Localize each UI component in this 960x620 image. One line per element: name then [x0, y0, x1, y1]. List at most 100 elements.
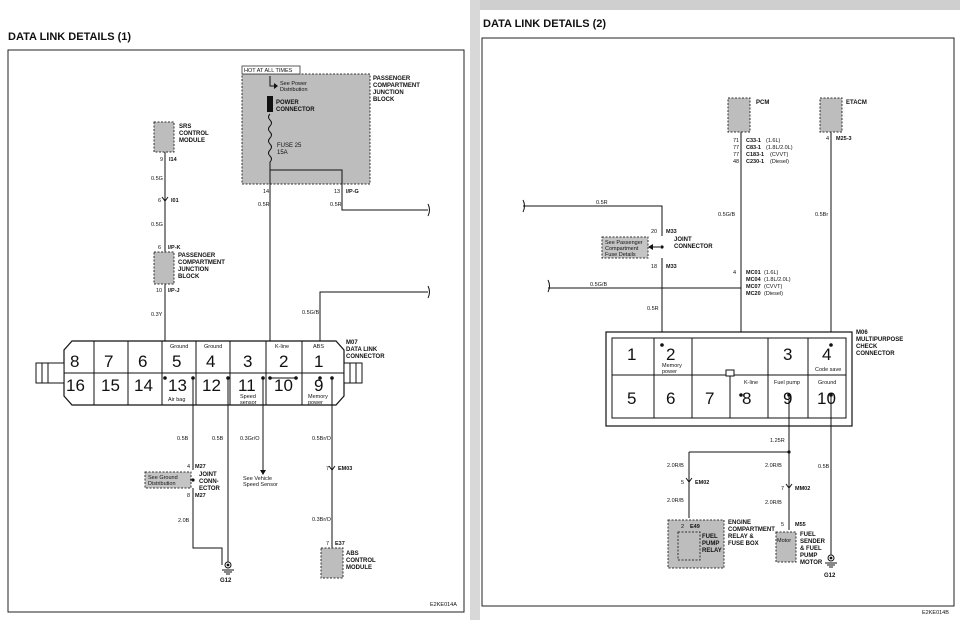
svg-text:C230-1: C230-1 — [746, 159, 764, 165]
svg-text:5: 5 — [681, 480, 684, 486]
joint-connector-name: JOINT CONN- ECTOR — [199, 472, 221, 492]
svg-text:PASSENGER: PASSENGER — [178, 253, 216, 259]
svg-text:1: 1 — [627, 345, 636, 364]
svg-text:Speed: Speed — [240, 394, 256, 400]
svg-text:5: 5 — [172, 352, 181, 371]
svg-text:C33-1: C33-1 — [746, 138, 761, 144]
svg-text:ECTOR: ECTOR — [199, 486, 221, 492]
svg-text:0.3Br/O: 0.3Br/O — [312, 517, 332, 523]
svg-text:Ground: Ground — [204, 344, 222, 350]
m06-connector-name: M06 MULTIPURPOSE CHECK CONNECTOR — [856, 330, 903, 357]
svg-text:COMPARTMENT: COMPARTMENT — [178, 260, 225, 266]
svg-text:0.5Br/O: 0.5Br/O — [312, 436, 332, 442]
svg-text:5: 5 — [781, 522, 784, 528]
svg-text:0.5R: 0.5R — [258, 202, 270, 208]
svg-text:M07: M07 — [346, 340, 358, 346]
svg-text:2.0B: 2.0B — [178, 518, 190, 524]
svg-text:RELAY &: RELAY & — [728, 534, 754, 540]
svg-text:1: 1 — [314, 352, 323, 371]
svg-text:power: power — [308, 400, 323, 406]
svg-text:6: 6 — [158, 198, 161, 204]
svg-text:POWER: POWER — [276, 100, 299, 106]
hot-at-all-times-label: HOT AT ALL TIMES — [244, 68, 293, 74]
svg-text:CONTROL: CONTROL — [179, 131, 209, 137]
svg-text:7: 7 — [781, 486, 784, 492]
svg-text:C83-1: C83-1 — [746, 145, 761, 151]
svg-text:18: 18 — [651, 264, 657, 270]
svg-text:I01: I01 — [171, 198, 179, 204]
etacm-module — [819, 97, 843, 133]
svg-text:I14: I14 — [169, 157, 178, 163]
svg-text:2.0R/B: 2.0R/B — [667, 463, 684, 469]
srs-control-module — [153, 121, 175, 153]
svg-text:Distribution: Distribution — [148, 481, 176, 487]
svg-text:K-line: K-line — [744, 380, 758, 386]
svg-text:Distribution: Distribution — [280, 87, 308, 93]
svg-text:0.5G: 0.5G — [151, 176, 163, 182]
svg-text:Air bag: Air bag — [168, 397, 185, 403]
svg-text:CONNECTOR: CONNECTOR — [276, 107, 315, 113]
svg-text:0.5R: 0.5R — [596, 200, 608, 206]
m06-function-labels: Memory power Code save K-line Fuel pump … — [662, 363, 841, 386]
svg-text:20: 20 — [651, 229, 657, 235]
svg-text:See Power: See Power — [280, 81, 307, 87]
ground-g12-right — [825, 554, 837, 568]
svg-text:Ground: Ground — [818, 380, 836, 386]
svg-text:M27: M27 — [195, 464, 206, 470]
svg-text:PUMP: PUMP — [702, 541, 719, 547]
fuel-sender-name: FUEL SENDER & FUEL PUMP MOTOR — [800, 532, 826, 566]
svg-text:Code save: Code save — [815, 367, 841, 373]
svg-text:power: power — [662, 369, 677, 375]
svg-text:13: 13 — [334, 189, 340, 195]
svg-text:9: 9 — [314, 376, 323, 395]
svg-text:M33: M33 — [666, 264, 677, 270]
svg-text:Fuel pump: Fuel pump — [774, 380, 800, 386]
svg-text:PUMP: PUMP — [800, 553, 817, 559]
svg-text:9: 9 — [160, 157, 163, 163]
svg-text:Memory: Memory — [308, 394, 328, 400]
svg-text:COMPARTMENT: COMPARTMENT — [373, 83, 420, 89]
svg-text:77: 77 — [733, 145, 739, 151]
svg-text:48: 48 — [733, 159, 739, 165]
svg-text:7: 7 — [705, 389, 714, 408]
svg-text:4: 4 — [826, 136, 829, 142]
right-page-code: E2KE014B — [922, 610, 949, 616]
m07-connector-name: M07 DATA LINK CONNECTOR — [346, 340, 385, 360]
junction-block-2-name: PASSENGER COMPARTMENT JUNCTION BLOCK — [178, 253, 225, 280]
svg-text:16: 16 — [66, 376, 85, 395]
svg-text:E49: E49 — [690, 524, 700, 530]
svg-text:MC07: MC07 — [746, 284, 761, 290]
ground-g12-left — [222, 561, 234, 575]
svg-text:2.0R/B: 2.0R/B — [667, 498, 684, 504]
svg-text:11: 11 — [238, 376, 256, 395]
left-page: DATA LINK DETAILS (1) E2KE014A HOT AT AL… — [0, 0, 470, 620]
svg-text:I/P-G: I/P-G — [346, 189, 359, 195]
svg-text:See Passenger: See Passenger — [605, 240, 643, 246]
svg-text:Motor: Motor — [777, 538, 791, 544]
svg-text:CONNECTOR: CONNECTOR — [346, 354, 385, 360]
junction-block-2-box — [153, 251, 175, 285]
svg-text:See Ground: See Ground — [148, 475, 178, 481]
svg-text:0.5R: 0.5R — [647, 306, 659, 312]
svg-text:0.5G/B: 0.5G/B — [302, 310, 319, 316]
left-page-code: E2KE014A — [430, 602, 457, 608]
svg-text:SENDER: SENDER — [800, 539, 826, 545]
svg-text:COMPARTMENT: COMPARTMENT — [728, 527, 775, 533]
svg-text:EM02: EM02 — [695, 480, 709, 486]
svg-text:JOINT: JOINT — [674, 237, 692, 243]
svg-text:7: 7 — [104, 352, 113, 371]
svg-text:77: 77 — [733, 152, 739, 158]
svg-text:0.3Y: 0.3Y — [151, 312, 163, 318]
svg-text:4: 4 — [206, 352, 215, 371]
svg-text:0.5B: 0.5B — [818, 464, 830, 470]
svg-text:4: 4 — [822, 345, 831, 364]
svg-text:JOINT: JOINT — [199, 472, 217, 478]
svg-text:G12: G12 — [824, 573, 836, 579]
svg-text:See Vehicle: See Vehicle — [243, 476, 272, 482]
svg-text:10: 10 — [274, 376, 293, 395]
svg-text:(1.8L/2.0L): (1.8L/2.0L) — [766, 145, 793, 151]
svg-text:6: 6 — [158, 245, 161, 251]
svg-text:I/P-J: I/P-J — [168, 288, 180, 294]
svg-text:15: 15 — [101, 376, 120, 395]
svg-text:8: 8 — [742, 389, 751, 408]
